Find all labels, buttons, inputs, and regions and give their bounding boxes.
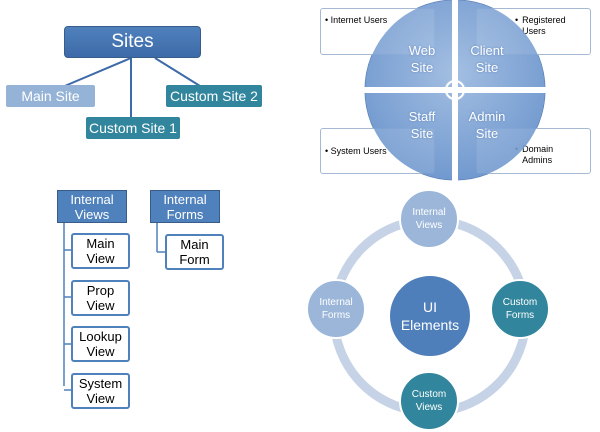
system-view-node: System View xyxy=(71,373,130,409)
cycle-top-line1: Internal xyxy=(412,207,446,218)
client-site-line1: Client xyxy=(470,43,504,58)
domain-admins-line1: Domain xyxy=(522,144,554,154)
main-site-node: Main Site xyxy=(6,85,95,107)
cycle-left-line2: Forms xyxy=(321,310,351,321)
sites-root-node: Sites xyxy=(64,26,201,58)
cycle-left-line1: Internal xyxy=(319,297,353,308)
internet-users-label: Internet Users xyxy=(330,15,388,25)
registered-users-line2: Users xyxy=(522,26,546,36)
cycle-shapes xyxy=(306,189,550,431)
internal-views-header-line2: Views xyxy=(74,206,110,222)
system-view-line1: System xyxy=(78,376,123,391)
custom-site-1-node: Custom Site 1 xyxy=(86,117,180,139)
bullet-icon: • xyxy=(515,15,519,25)
domain-admins-line2: Admins xyxy=(522,155,553,165)
sites-connectors xyxy=(59,57,201,117)
prop-view-line1: Prop xyxy=(86,283,115,298)
admin-site-line1: Admin xyxy=(468,109,506,124)
web-site-label: Web Site xyxy=(397,42,447,76)
cycle-bottom-line1: Custom xyxy=(411,389,447,400)
staff-site-label: Staff Site xyxy=(397,108,447,142)
internal-forms-header-line2: Forms xyxy=(166,206,204,222)
internal-views-header: Internal Views xyxy=(57,190,127,223)
web-site-line2: Site xyxy=(410,60,434,75)
internal-forms-header-line1: Internal xyxy=(163,191,207,207)
main-view-line2: View xyxy=(86,251,115,266)
custom-site-1-label: Custom Site 1 xyxy=(89,120,177,136)
main-form-node: Main Form xyxy=(165,234,224,270)
cycle-bottom-label: Custom Views xyxy=(399,388,459,414)
lookup-view-line2: View xyxy=(86,344,115,359)
cycle-top-label: Internal Views xyxy=(399,206,459,232)
cycle-center-line1: UI xyxy=(423,299,437,315)
bullet-icon: • xyxy=(325,146,329,156)
cycle-center-line2: Elements xyxy=(400,317,460,333)
staff-site-line2: Site xyxy=(410,126,434,141)
admin-site-label: Admin Site xyxy=(462,108,512,142)
main-form-line1: Main xyxy=(180,237,209,252)
main-form-line2: Form xyxy=(179,252,210,267)
prop-view-line2: View xyxy=(86,298,115,313)
prop-view-node: Prop View xyxy=(71,280,130,316)
internal-forms-connectors xyxy=(156,222,165,253)
cycle-left-label: Internal Forms xyxy=(306,296,366,322)
main-view-line1: Main xyxy=(86,236,115,251)
staff-site-line1: Staff xyxy=(408,109,436,124)
lookup-view-node: Lookup View xyxy=(71,326,130,362)
cycle-top-line2: Views xyxy=(415,220,443,231)
system-users-label: System Users xyxy=(330,146,387,156)
registered-users-line1: Registered xyxy=(522,15,566,25)
custom-site-2-label: Custom Site 2 xyxy=(170,88,258,104)
custom-site-2-node: Custom Site 2 xyxy=(166,85,262,107)
main-site-label: Main Site xyxy=(21,88,80,104)
system-view-line2: View xyxy=(86,391,115,406)
sites-root-label: Sites xyxy=(111,31,154,52)
main-view-node: Main View xyxy=(71,233,130,269)
cycle-center-label: UI Elements xyxy=(395,298,465,334)
client-site-label: Client Site xyxy=(462,42,512,76)
cycle-right-line2: Forms xyxy=(505,310,535,321)
client-site-line2: Site xyxy=(475,60,499,75)
cycle-right-line1: Custom xyxy=(502,297,538,308)
bullet-icon: • xyxy=(325,15,329,25)
internal-views-connectors xyxy=(63,222,71,391)
cycle-bottom-line2: Views xyxy=(415,402,443,413)
lookup-view-line1: Lookup xyxy=(79,329,122,344)
cycle-right-label: Custom Forms xyxy=(490,296,550,322)
internal-views-header-line1: Internal xyxy=(70,191,114,207)
web-site-line1: Web xyxy=(408,43,436,58)
internal-forms-header: Internal Forms xyxy=(150,190,220,223)
admin-site-line2: Site xyxy=(475,126,499,141)
